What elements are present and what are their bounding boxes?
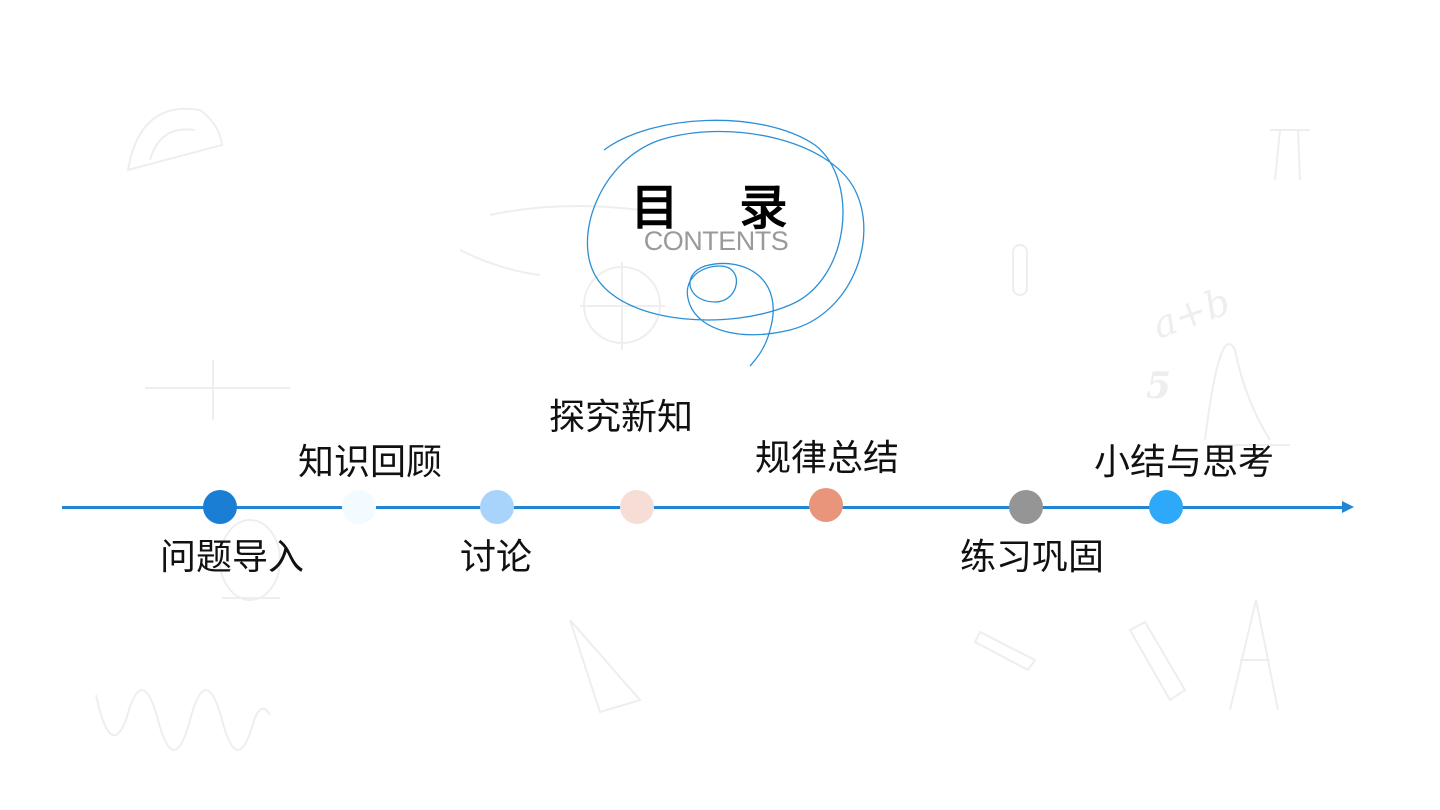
sine-wave-icon — [95, 689, 271, 751]
page-subtitle: CONTENTS — [643, 226, 789, 256]
timeline-label-7[interactable]: 小结与思考 — [1094, 442, 1275, 483]
timeline-label-3[interactable]: 讨论 — [460, 537, 533, 578]
timeline-dot-3[interactable] — [480, 490, 514, 524]
timeline-label-5[interactable]: 规律总结 — [755, 438, 900, 479]
compass-icon — [1229, 599, 1279, 711]
page-title: 目 录 — [630, 180, 810, 236]
digit-decor: 5 — [1146, 365, 1171, 407]
timeline-label-4[interactable]: 探究新知 — [549, 397, 694, 438]
timeline-label-1[interactable]: 问题导入 — [160, 537, 305, 578]
timeline-dot-5[interactable] — [809, 488, 843, 522]
ruler-icon — [1128, 620, 1187, 702]
timeline-dot-1[interactable] — [203, 490, 237, 524]
bell-curve-icon — [1204, 343, 1271, 441]
timeline-dot-4[interactable] — [620, 490, 654, 524]
arrow-right-icon — [1342, 501, 1354, 513]
timeline-label-2[interactable]: 知识回顾 — [298, 442, 443, 483]
timeline-dot-6[interactable] — [1009, 490, 1043, 524]
timeline-label-6[interactable]: 练习巩固 — [960, 537, 1105, 578]
timeline-dot-2[interactable] — [342, 490, 376, 524]
timeline-dot-7[interactable] — [1149, 490, 1183, 524]
protractor-icon — [126, 107, 224, 172]
timeline-axis — [62, 506, 1342, 509]
